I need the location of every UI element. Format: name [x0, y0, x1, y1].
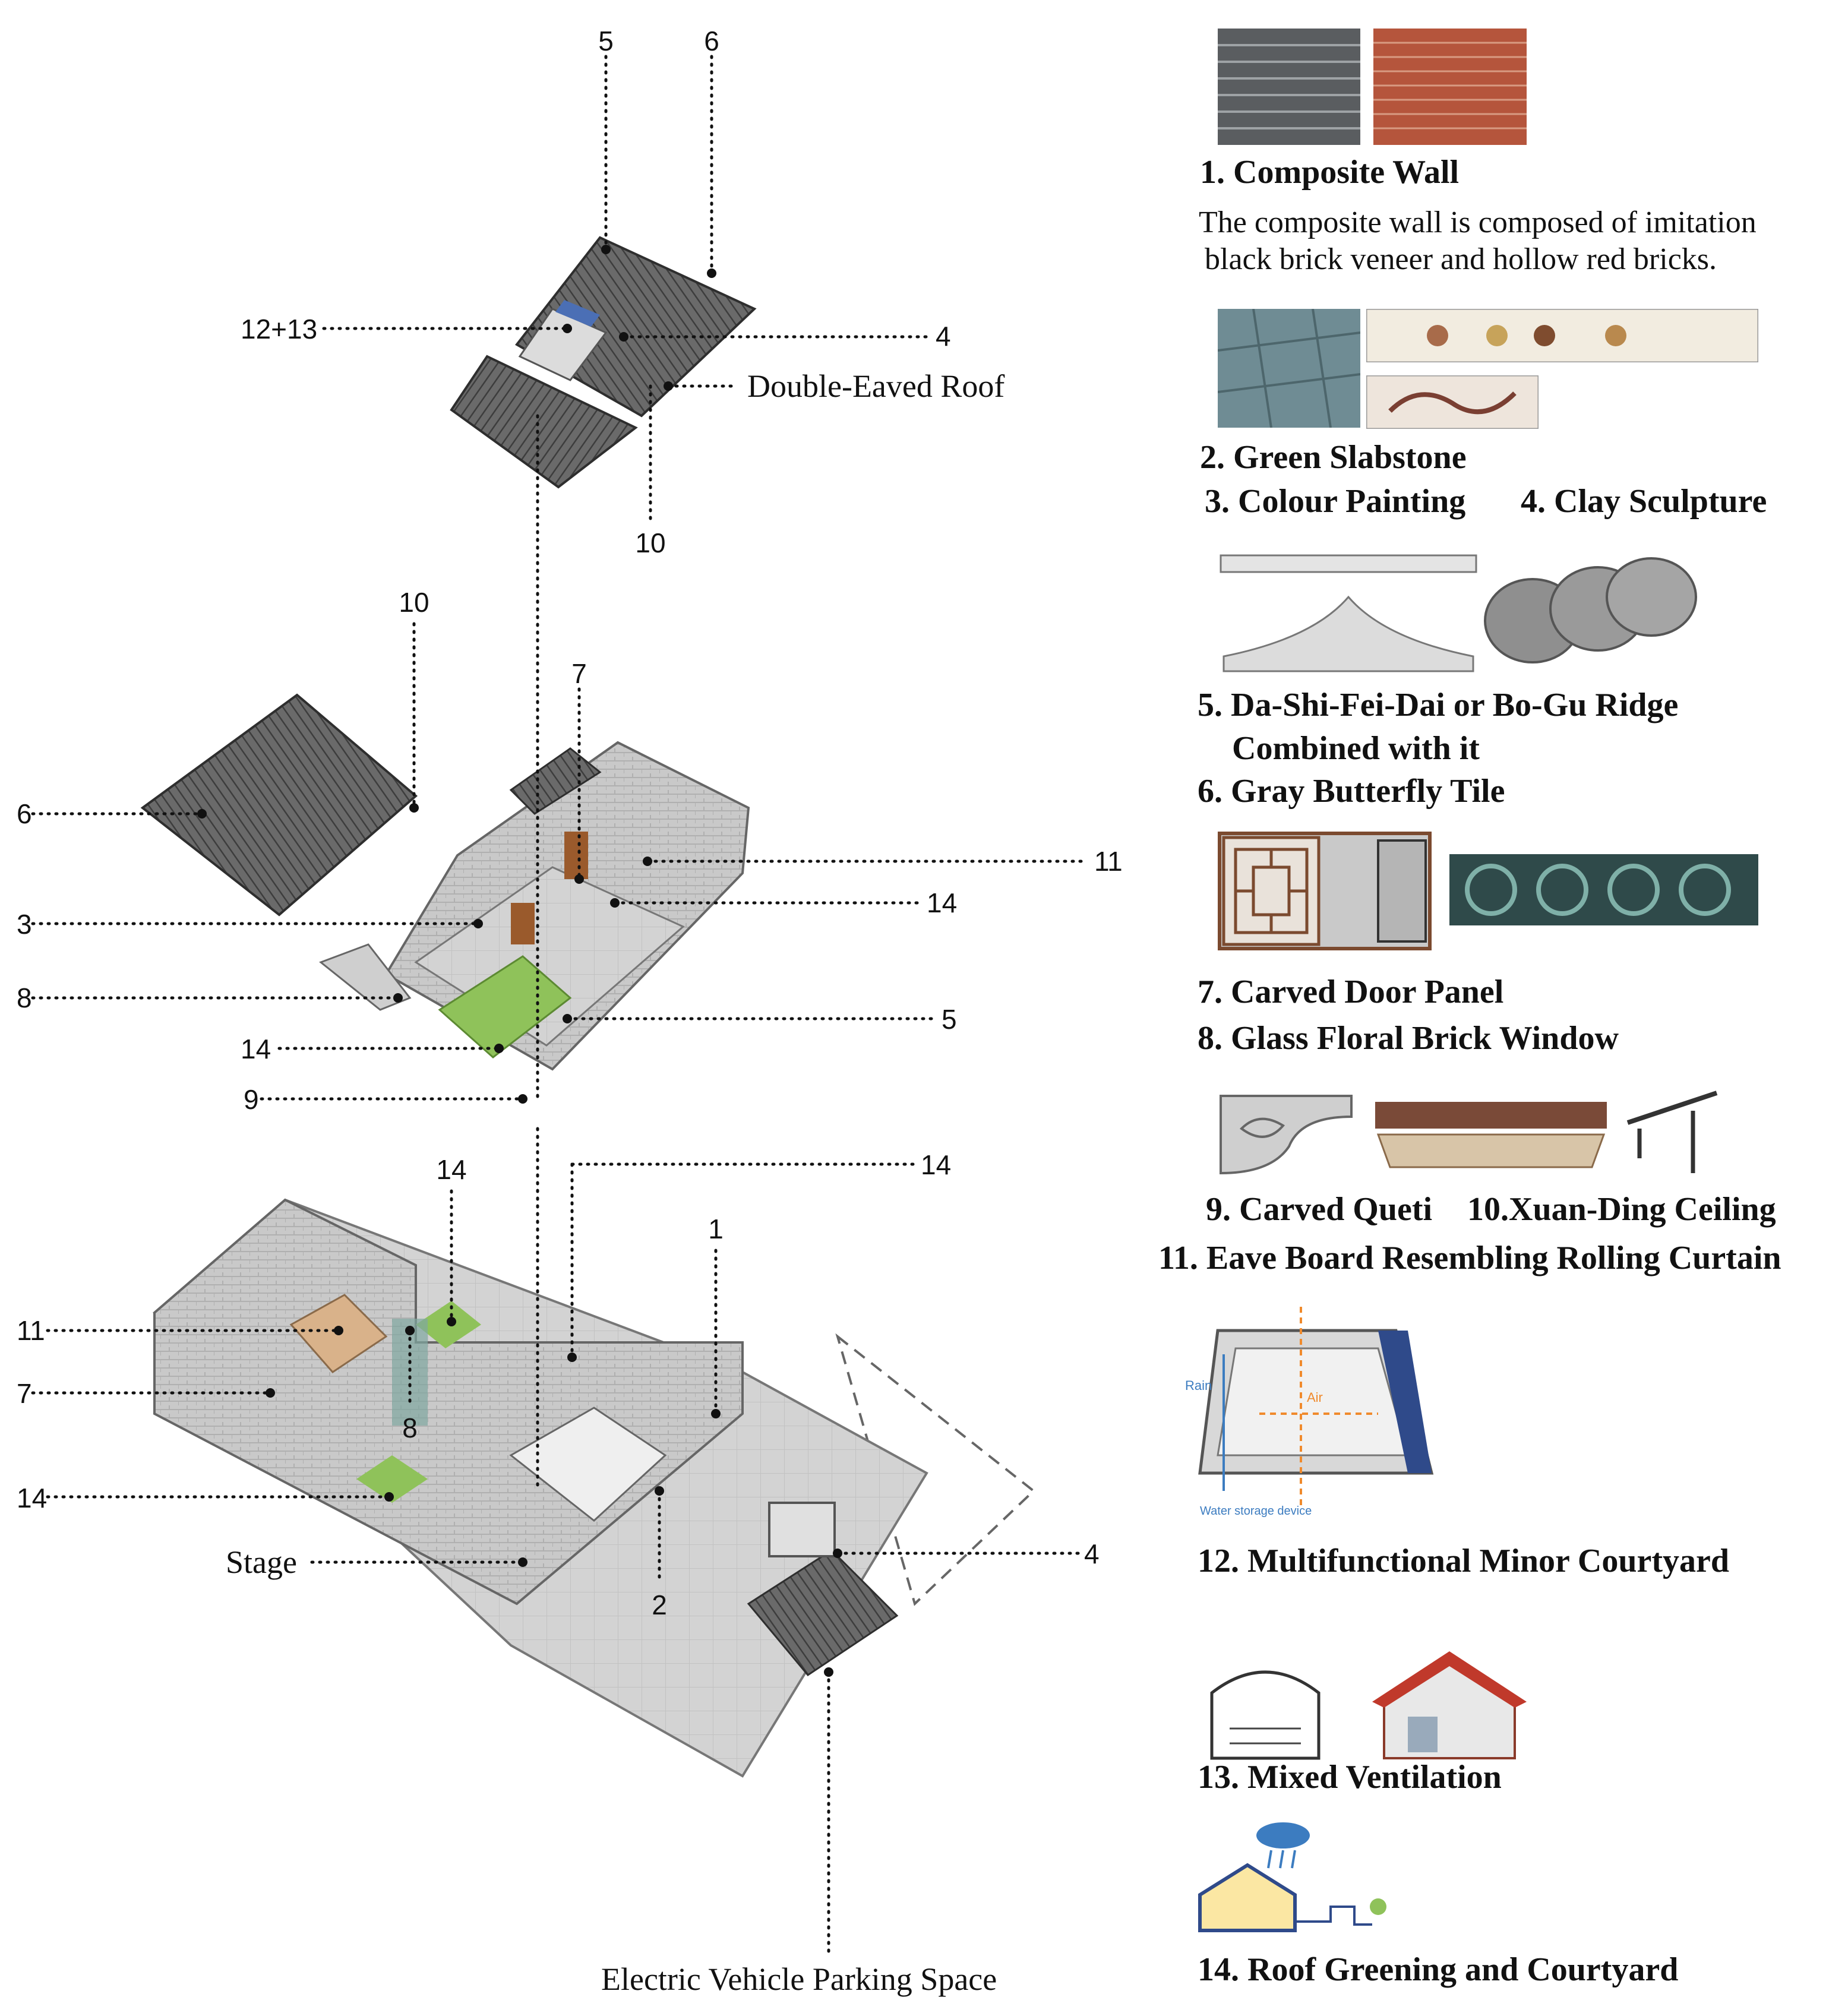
legend-item-2: 2. Green Slabstone — [1200, 439, 1467, 476]
legend-item-4: 4. Clay Sculpture — [1521, 483, 1767, 520]
callout-4-top: 4 — [936, 321, 951, 352]
legend-item-3: 3. Colour Painting — [1205, 483, 1466, 520]
callout-5-top: 5 — [598, 26, 614, 56]
callout-14-mid-right: 14 — [927, 887, 957, 918]
middle-wood-panel — [511, 903, 535, 944]
legend-item-10: 10.Xuan-Ding Ceiling — [1467, 1191, 1776, 1228]
top-roof-assembly — [450, 236, 757, 489]
callout-3-mid: 3 — [17, 909, 32, 940]
courtyard-rain-label: Rain — [1185, 1378, 1212, 1393]
ridge-swatch — [1220, 554, 1477, 672]
legend-item-13: 13. Mixed Ventilation — [1198, 1759, 1502, 1796]
legend-item-5-line1: 5. Da-Shi-Fei-Dai or Bo-Gu Ridge — [1198, 687, 1679, 723]
clay-sculpture-swatch — [1366, 375, 1539, 429]
ground-green-patch-2 — [356, 1455, 428, 1503]
colour-painting-swatch — [1366, 309, 1758, 362]
legend-item-9: 9. Carved Queti — [1206, 1191, 1433, 1228]
legend-item-6: 6. Gray Butterfly Tile — [1198, 773, 1505, 810]
ground-entry-board — [768, 1502, 836, 1557]
legend-item-1-desc-line1: The composite wall is composed of imitat… — [1199, 206, 1757, 239]
courtyard-water-label: Water storage device — [1200, 1505, 1312, 1518]
courtyard-air-label: Air — [1307, 1390, 1323, 1405]
black-brick-swatch — [1218, 29, 1360, 145]
materials-legend: 1. Composite Wall The composite wall is … — [1158, 0, 1848, 2016]
callout-2-low: 2 — [652, 1590, 667, 1620]
callout-7-low: 7 — [17, 1378, 32, 1409]
roof-lower-slope — [450, 355, 638, 489]
legend-item-12: 12. Multifunctional Minor Courtyard — [1198, 1543, 1729, 1579]
callout-14-low-top: 14 — [436, 1154, 466, 1185]
detached-roof-6 — [140, 693, 418, 917]
legend-item-7: 7. Carved Door Panel — [1198, 974, 1504, 1010]
eave-board-swatch — [1626, 1091, 1718, 1173]
middle-wood-panel-2 — [564, 832, 588, 879]
callout-double-eaved-roof: Double-Eaved Roof — [747, 368, 1004, 404]
legend-item-8: 8. Glass Floral Brick Window — [1198, 1020, 1619, 1057]
callout-14-low-left: 14 — [17, 1483, 47, 1513]
mixed-ventilation-swatch — [1210, 1651, 1527, 1760]
callout-11-low: 11 — [17, 1315, 45, 1346]
minor-courtyard-swatch: Rain Air Water storage device — [1185, 1307, 1434, 1518]
callout-11-mid: 11 — [1094, 846, 1123, 877]
legend-item-1-desc-line2: black brick veneer and hollow red bricks… — [1205, 242, 1717, 276]
legend-item-11: 11. Eave Board Resembling Rolling Curtai… — [1158, 1240, 1781, 1276]
ground-inner-room — [509, 1407, 667, 1522]
callout-14-low-right: 14 — [921, 1149, 951, 1180]
callout-6-mid: 6 — [17, 798, 32, 829]
xuan-ding-ceiling-swatch — [1375, 1102, 1607, 1168]
callout-ev-parking: Electric Vehicle Parking Space — [601, 1961, 997, 1997]
callout-6-top: 6 — [704, 26, 719, 56]
callout-1-low: 1 — [708, 1214, 724, 1244]
middle-small-roof — [509, 747, 602, 815]
floral-brick-window-swatch — [1449, 854, 1758, 925]
carved-door-panel-swatch — [1218, 832, 1432, 950]
callout-4-low: 4 — [1084, 1538, 1100, 1569]
red-brick-swatch — [1373, 29, 1527, 145]
ground-floor-assembly — [153, 1198, 1036, 1778]
callout-labels: 5 6 12+13 4 Double-Eaved Roof 10 10 7 6 … — [17, 26, 1123, 1997]
callout-12-13: 12+13 — [241, 314, 317, 345]
callout-8-low: 8 — [402, 1413, 418, 1443]
callout-8-mid: 8 — [17, 982, 32, 1013]
green-slabstone-swatch — [1218, 309, 1360, 428]
ground-glass-window — [392, 1319, 428, 1426]
leader-dots — [197, 245, 842, 1677]
callout-10-top: 10 — [635, 527, 665, 558]
legend-item-1: 1. Composite Wall — [1200, 154, 1460, 191]
legend-item-5-line2: Combined with it — [1232, 730, 1480, 767]
ground-entry-gate-roof — [747, 1549, 899, 1676]
middle-stair — [319, 943, 412, 1011]
ev-parking-dashed-boundary — [835, 1333, 1036, 1606]
leader-lines — [31, 55, 1089, 1953]
carved-queti-swatch — [1220, 1095, 1353, 1175]
callout-9-mid: 9 — [244, 1084, 259, 1115]
roof-blue-panel — [555, 300, 600, 327]
callout-14-mid-left: 14 — [241, 1034, 271, 1064]
callout-5-mid: 5 — [942, 1004, 957, 1035]
middle-floor-assembly — [140, 693, 750, 1071]
callout-10-mid: 10 — [399, 587, 429, 618]
roof-greening-swatch — [1198, 1822, 1386, 1932]
butterfly-tile-swatch — [1484, 557, 1697, 663]
callout-7-mid: 7 — [571, 658, 587, 689]
legend-item-14: 14. Roof Greening and Courtyard — [1198, 1951, 1679, 1988]
callout-stage: Stage — [226, 1544, 297, 1580]
